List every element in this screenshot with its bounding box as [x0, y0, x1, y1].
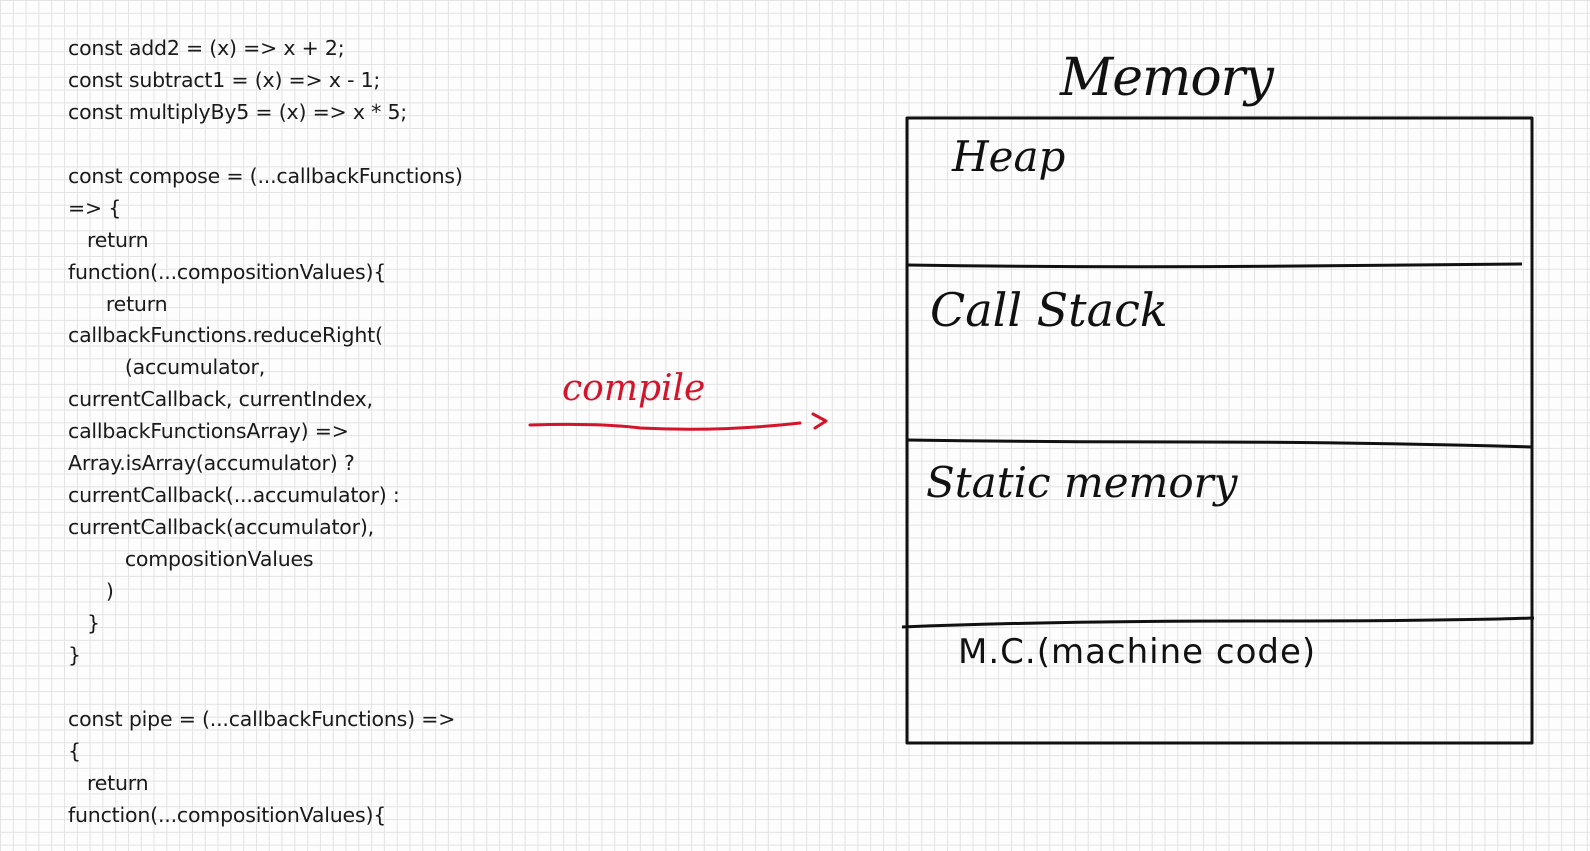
- divider-callstack-static: [906, 438, 1533, 449]
- compile-arrow-head: [811, 412, 828, 430]
- code-line: {: [68, 738, 81, 763]
- code-line: currentCallback(accumulator),: [68, 515, 374, 540]
- code-line: }: [68, 610, 100, 635]
- code-line: function(...compositionValues){: [68, 259, 387, 284]
- code-listing: const add2 = (x) => x + 2; const subtract…: [68, 33, 538, 831]
- code-line: const add2 = (x) => x + 2;: [68, 36, 345, 60]
- code-line: return: [68, 770, 149, 795]
- code-line: }: [68, 642, 81, 667]
- code-line: return: [68, 227, 149, 252]
- memory-box-outline: [905, 116, 1534, 745]
- static-memory-section-label: Static memory: [926, 458, 1238, 507]
- divider-static-mc: [901, 616, 1535, 629]
- divider-heap-callstack: [906, 262, 1523, 269]
- code-line: const subtract1 = (x) => x - 1;: [68, 67, 381, 92]
- compile-arrow-shaft: [528, 421, 802, 431]
- code-line: currentCallback, currentIndex,: [68, 387, 373, 412]
- heap-section-label: Heap: [952, 132, 1066, 181]
- code-line: compositionValues: [68, 547, 314, 571]
- memory-title: Memory: [1060, 48, 1274, 108]
- code-line: (accumulator,: [68, 355, 266, 380]
- code-line: ): [68, 578, 114, 603]
- code-line: function(...compositionValues){: [68, 802, 387, 827]
- call-stack-section-label: Call Stack: [930, 283, 1168, 337]
- compile-arrow-label: compile: [562, 368, 706, 409]
- code-line: const pipe = (...callbackFunctions) =>: [68, 706, 456, 731]
- code-line: Array.isArray(accumulator) ?: [68, 451, 355, 476]
- code-line: => {: [68, 195, 122, 220]
- code-line: callbackFunctionsArray) =>: [68, 419, 349, 444]
- code-line: callbackFunctions.reduceRight(: [68, 323, 383, 348]
- machine-code-section-label: M.C.(machine code): [958, 632, 1317, 672]
- code-line: currentCallback(...accumulator) :: [68, 483, 400, 508]
- code-line: const multiplyBy5 = (x) => x * 5;: [68, 99, 407, 124]
- code-line: return: [68, 291, 168, 316]
- code-line: const compose = (...callbackFunctions): [68, 163, 463, 188]
